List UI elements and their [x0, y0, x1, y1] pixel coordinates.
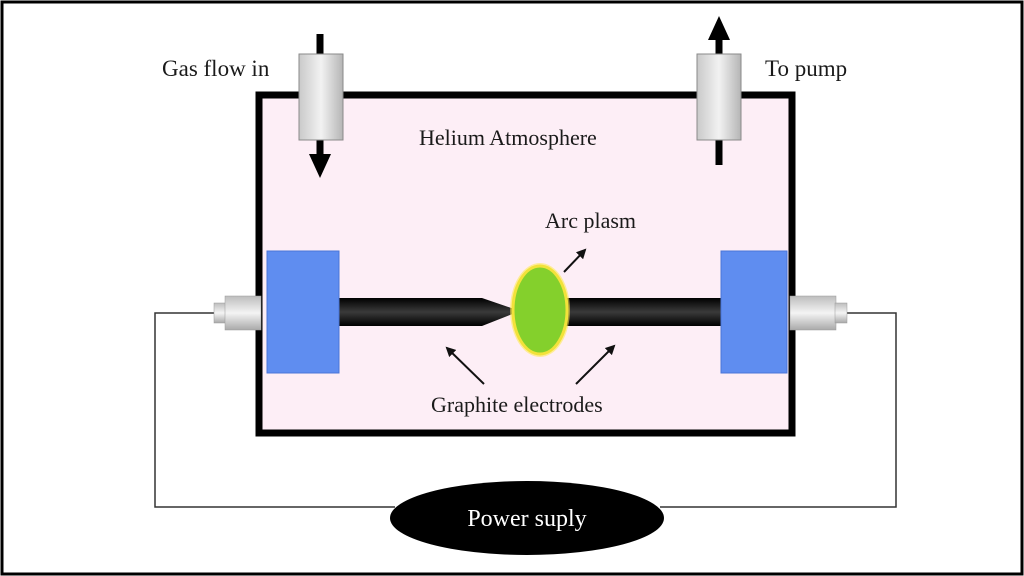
right-electrode-holder	[720, 250, 788, 374]
left-electrode-holder	[266, 250, 340, 374]
gas-inflow-label: Gas flow in	[162, 56, 270, 81]
gas-outlet	[696, 16, 742, 165]
power-supply	[390, 481, 664, 555]
circuit-wire	[154, 312, 897, 508]
gas-inlet	[298, 34, 344, 178]
annotation-arrows	[445, 248, 616, 385]
right-electrode	[555, 298, 723, 326]
left-electrode-pointer-arrow-icon	[445, 346, 485, 385]
right-connector	[789, 295, 848, 331]
reaction-chamber	[255, 91, 796, 437]
graphite-electrodes	[338, 298, 723, 326]
atmosphere-label: Helium Atmosphere	[419, 125, 597, 150]
inflow-arrow-icon	[309, 154, 331, 178]
power-supply-label: Power suply	[467, 506, 586, 532]
arc-plasma	[510, 263, 570, 357]
pump-label: To pump	[765, 56, 847, 81]
inlet-valve	[298, 53, 344, 141]
arc-plasma-label: Arc plasm	[545, 208, 636, 233]
outflow-arrow-icon	[708, 16, 730, 40]
right-electrode-pointer-arrow-icon	[575, 344, 616, 385]
left-electrode	[338, 298, 520, 326]
electrodes-label: Graphite electrodes	[431, 392, 603, 417]
left-connector	[213, 295, 262, 331]
arc-pointer-arrow-icon	[563, 248, 587, 273]
outlet-valve	[696, 53, 742, 141]
